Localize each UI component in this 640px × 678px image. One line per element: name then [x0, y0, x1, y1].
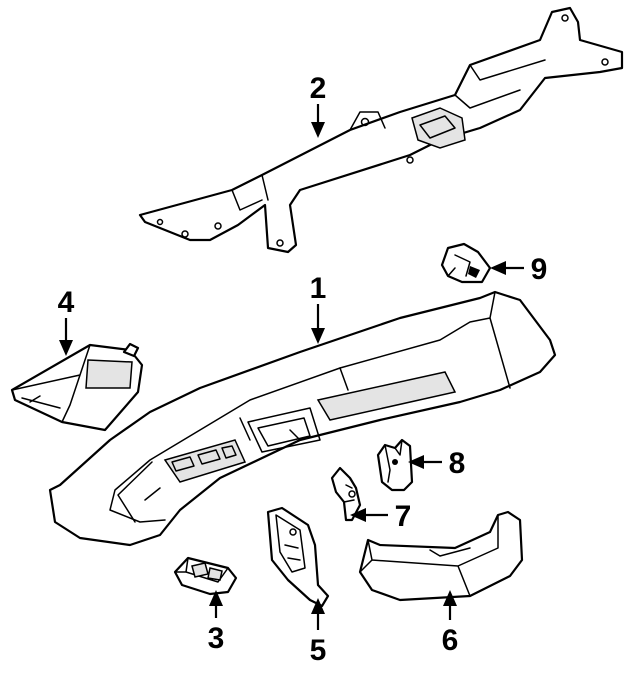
part-2-bracket: [138, 6, 624, 254]
callout-2: 2: [310, 72, 327, 105]
part-7-socket: [330, 466, 362, 522]
leader-5-arrowhead: [311, 598, 325, 614]
callout-labels: 1 2 3 4 5 6 7 8 9: [58, 72, 548, 667]
callout-3: 3: [208, 622, 225, 655]
part-6-bin: [358, 510, 524, 602]
leader-lines: [59, 104, 524, 630]
part-5-panel: [266, 506, 330, 608]
callout-9: 9: [531, 253, 548, 286]
leader-9-arrowhead: [490, 261, 506, 275]
callout-6: 6: [442, 624, 459, 657]
part-1-console: [48, 290, 557, 547]
part-9-clip: [440, 242, 492, 284]
leader-6-arrowhead: [443, 590, 457, 606]
leader-3-arrowhead: [209, 590, 223, 606]
part-4-cover: [10, 342, 144, 432]
leader-4-arrowhead: [59, 340, 73, 356]
callout-8: 8: [449, 447, 466, 480]
leader-7-arrowhead: [350, 508, 366, 522]
callout-5: 5: [310, 634, 327, 667]
callout-1: 1: [310, 272, 327, 305]
leader-1-arrowhead: [311, 328, 325, 344]
leader-2-arrowhead: [311, 122, 325, 138]
callout-7: 7: [395, 500, 412, 533]
leader-8-arrowhead: [408, 455, 424, 469]
callout-4: 4: [58, 286, 75, 319]
part-3-switch: [173, 556, 238, 596]
part-8-lens: [376, 438, 414, 492]
